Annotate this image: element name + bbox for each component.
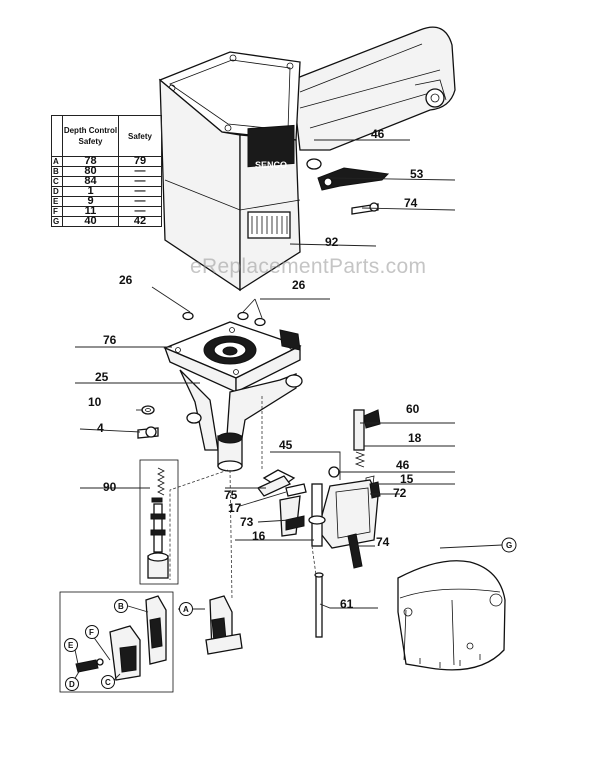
callout-10: 10: [88, 395, 102, 409]
options-table: Depth Control Safety Safety A 78 79 B 80…: [51, 115, 162, 227]
callout-92: 92: [325, 235, 339, 249]
screw-10-4: [137, 405, 159, 439]
guard-g: [397, 560, 506, 671]
callout-26b: 26: [292, 278, 306, 292]
circle-a: A: [183, 605, 189, 614]
callout-75: 75: [224, 488, 238, 502]
circle-e: E: [68, 641, 74, 650]
callout-74a: 74: [404, 196, 418, 210]
table-header-depth: Depth Control Safety: [62, 115, 119, 157]
callout-15: 15: [400, 472, 414, 486]
circle-g: G: [506, 541, 512, 550]
callout-90: 90: [103, 480, 117, 494]
callout-61: 61: [340, 597, 354, 611]
nose-plate: [163, 311, 303, 472]
callout-72: 72: [393, 486, 407, 500]
circle-b: B: [118, 602, 124, 611]
circle-c: C: [105, 678, 111, 687]
callout-4: 4: [97, 421, 104, 435]
callout-45: 45: [279, 438, 293, 452]
depth-control-assembly: [308, 409, 381, 638]
table-row: G 40 42: [51, 216, 162, 227]
top-hardware: [306, 158, 390, 215]
leader-lines: [73, 139, 503, 683]
svg-text:SENCO: SENCO: [255, 160, 287, 170]
safety-value: 42: [118, 216, 162, 227]
row-key: D: [51, 186, 63, 197]
table-header-safety: Safety: [118, 115, 162, 157]
table-header-key: [51, 115, 63, 157]
circle-letters: A B C D E F G: [64, 537, 517, 691]
row-key: F: [51, 206, 63, 217]
housing-body: SENCO: [158, 26, 456, 292]
callout-16: 16: [252, 529, 266, 543]
row-key: A: [51, 156, 63, 167]
callout-53: 53: [410, 167, 424, 181]
callout-25: 25: [95, 370, 109, 384]
callout-26a: 26: [119, 273, 133, 287]
circle-f: F: [89, 628, 94, 637]
callout-18: 18: [408, 431, 422, 445]
circle-d: D: [69, 680, 75, 689]
callout-76: 76: [103, 333, 117, 347]
row-key: G: [51, 216, 63, 227]
callout-numbers: 46 53 74 92 26 26 76 25 10 4 60 18 45 46…: [88, 127, 424, 611]
callout-74b: 74: [376, 535, 390, 549]
depth-value: 40: [62, 216, 119, 227]
callout-46a: 46: [371, 127, 385, 141]
part-90-box: [139, 459, 179, 585]
options-box: [59, 591, 243, 693]
row-key: B: [51, 166, 63, 177]
slider-parts: [256, 469, 307, 537]
watermark: eReplacementParts.com: [190, 255, 427, 278]
callout-17: 17: [228, 501, 242, 515]
callout-73: 73: [240, 515, 254, 529]
callout-60: 60: [406, 402, 420, 416]
row-key: E: [51, 196, 63, 207]
table-header-row: Depth Control Safety Safety: [51, 115, 162, 157]
callout-46b: 46: [396, 458, 410, 472]
row-key: C: [51, 176, 63, 187]
